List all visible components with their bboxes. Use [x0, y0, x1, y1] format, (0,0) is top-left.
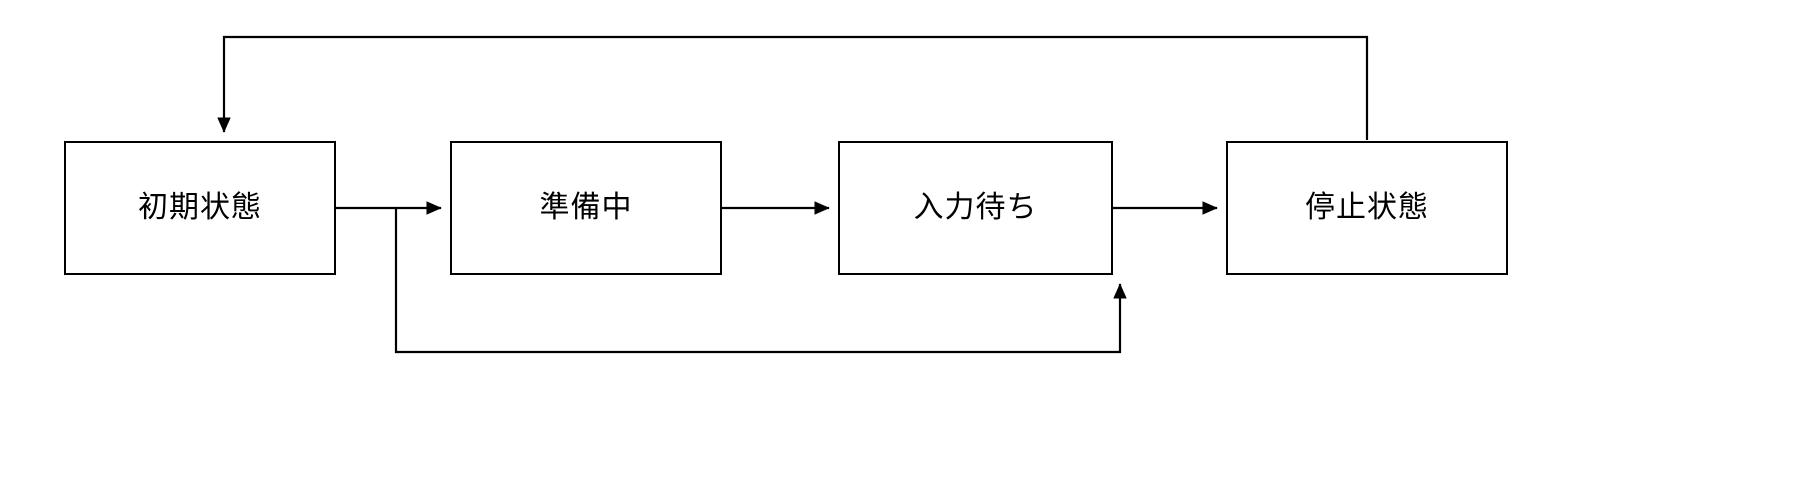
node-waiting-input[interactable]: 入力待ち	[838, 141, 1113, 275]
node-stopped[interactable]: 停止状態	[1226, 141, 1508, 275]
node-initial-label: 初期状態	[138, 190, 262, 225]
node-preparing-label: 準備中	[539, 190, 633, 225]
node-waiting-input-label: 入力待ち	[913, 190, 1038, 225]
edge-stopped-to-initial	[217, 35, 1369, 140]
node-preparing[interactable]: 準備中	[450, 141, 722, 275]
node-stopped-label: 停止状態	[1305, 190, 1429, 225]
node-initial[interactable]: 初期状態	[64, 141, 336, 275]
edge-initial-to-waiting	[394, 208, 1127, 354]
